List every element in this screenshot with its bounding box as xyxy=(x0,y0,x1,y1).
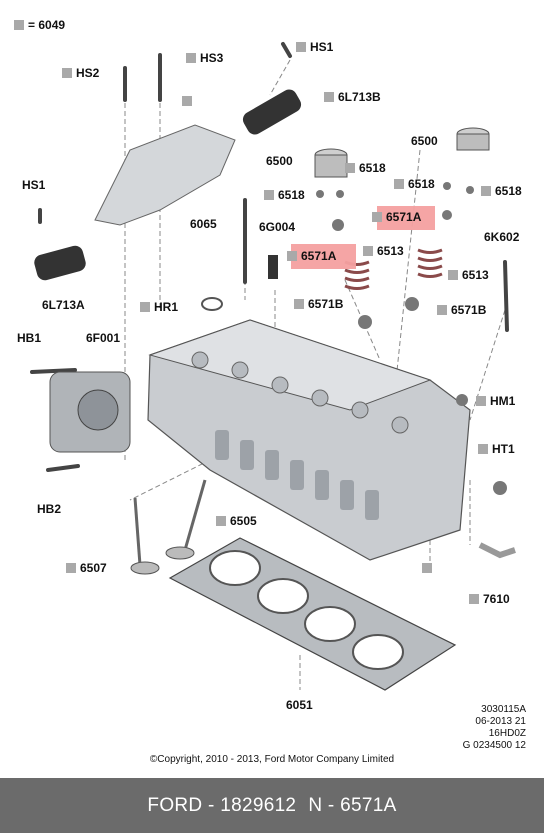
legend-text: = 6049 xyxy=(28,18,66,32)
meta-line-3: 16HD0Z xyxy=(488,728,526,739)
solenoid-left-icon xyxy=(34,245,86,281)
valve-heads xyxy=(130,546,195,575)
label-6518-a: 6518 xyxy=(345,161,386,175)
square-icon xyxy=(437,305,447,315)
label-hb2: HB2 xyxy=(37,502,62,516)
label-6g004: 6G004 xyxy=(259,220,296,234)
copyright-text: ©Copyright, 2010 - 2013, Ford Motor Comp… xyxy=(149,754,395,765)
meta-line-1: 3030115A xyxy=(481,704,526,715)
footer-brand-part: FORD - 1829612 xyxy=(147,794,297,816)
highlight-6571a-lower xyxy=(291,244,356,269)
water-pump-icon xyxy=(49,371,131,453)
square-icon xyxy=(345,163,355,173)
bolts xyxy=(30,42,509,472)
label-6518-d: 6518 xyxy=(481,184,522,198)
label-6513-left: 6513 xyxy=(363,244,404,258)
label-6518-c: 6518 xyxy=(394,177,435,191)
label-6l713b: 6L713B xyxy=(324,90,381,104)
valve-icons xyxy=(133,479,207,566)
square-icon xyxy=(216,516,226,526)
square-icon xyxy=(186,53,196,63)
label-7610: 7610 xyxy=(469,592,510,606)
label-6f001: 6F001 xyxy=(86,331,121,345)
square-marker-icon xyxy=(422,563,432,573)
square-icon xyxy=(394,179,404,189)
label-hm1: HM1 xyxy=(476,394,515,408)
label-6065: 6065 xyxy=(190,217,217,231)
square-icon xyxy=(324,92,334,102)
label-6507: 6507 xyxy=(66,561,107,575)
meta-line-4: G 0234500 12 xyxy=(462,740,526,751)
label-6051: 6051 xyxy=(286,698,313,712)
square-icon xyxy=(478,444,488,454)
square-icon xyxy=(363,246,373,256)
label-hb1: HB1 xyxy=(17,331,42,345)
label-6l713a: 6L713A xyxy=(42,298,85,312)
square-icon xyxy=(294,299,304,309)
label-6513-right: 6513 xyxy=(448,268,489,282)
square-icon xyxy=(481,186,491,196)
label-6518-b: 6518 xyxy=(264,188,305,202)
meta-line-2: 06-2013 21 xyxy=(475,716,526,727)
solenoid-upper-icon xyxy=(242,89,302,135)
footer-bar: FORD - 1829612 N - 6571A xyxy=(0,778,544,833)
valve-spring-icons xyxy=(344,248,443,290)
hose-icon xyxy=(478,542,516,559)
footer-part-code: N - 6571A xyxy=(308,794,397,816)
square-icon xyxy=(264,190,274,200)
label-hr1: HR1 xyxy=(140,300,178,314)
square-icon xyxy=(287,251,297,261)
legend-square-icon xyxy=(14,20,24,30)
square-icon xyxy=(372,212,382,222)
label-6k602: 6K602 xyxy=(484,230,520,244)
label-6571b-right: 6571B xyxy=(437,303,486,317)
label-hs1-top: HS1 xyxy=(296,40,333,54)
valve-tappet-icons xyxy=(314,127,490,178)
cam-cover-icon xyxy=(94,124,236,226)
label-6571b-left: 6571B xyxy=(294,297,343,311)
square-marker-icon xyxy=(182,96,192,106)
highlight-6571a-upper xyxy=(377,206,435,230)
square-icon xyxy=(66,563,76,573)
label-ht1: HT1 xyxy=(478,442,515,456)
square-icon xyxy=(448,270,458,280)
square-icon xyxy=(476,396,486,406)
label-hs2: HS2 xyxy=(62,66,99,80)
head-gasket-icon xyxy=(168,537,457,691)
square-icon xyxy=(296,42,306,52)
cylinder-head-icon xyxy=(147,319,471,561)
label-6500-right: 6500 xyxy=(411,134,438,148)
square-icon xyxy=(469,594,479,604)
label-6505: 6505 xyxy=(216,514,257,528)
label-6500-left: 6500 xyxy=(266,154,293,168)
label-hs1-left: HS1 xyxy=(22,178,46,192)
label-hs3: HS3 xyxy=(186,51,223,65)
label-6571a-lower: 6571A xyxy=(287,249,336,263)
legend: = 6049 xyxy=(14,18,65,32)
label-6571a-upper: 6571A xyxy=(372,210,421,224)
small-parts xyxy=(201,182,507,495)
drawing-meta: 3030115A 06-2013 21 16HD0Z G 0234500 12 xyxy=(463,704,526,752)
square-icon xyxy=(140,302,150,312)
square-icon xyxy=(62,68,72,78)
